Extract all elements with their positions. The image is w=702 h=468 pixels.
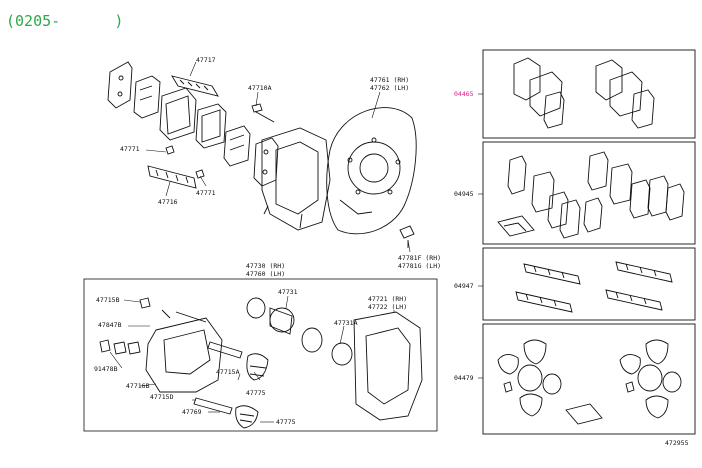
label-kit-04479[interactable]: 04479 (454, 374, 474, 382)
label-47847B: 47847B (98, 321, 122, 329)
label-47775-a: 47775 (246, 389, 266, 397)
label-47730: 47730 (RH) (246, 262, 286, 270)
piston-seal (301, 327, 353, 366)
date-range: (0205- ) (6, 12, 124, 30)
label-47722: 47722 (LH) (368, 303, 408, 311)
cylinder-boots (235, 353, 269, 429)
leader-lines-lower (109, 295, 395, 423)
label-47781G: 47781G (LH) (398, 262, 442, 270)
kit-04479-seals (497, 339, 682, 425)
caliper-cylinder-body (145, 309, 223, 393)
diagram-number: 472955 (665, 439, 689, 447)
piston-47731 (246, 297, 295, 335)
label-kit-04945[interactable]: 04945 (454, 190, 474, 198)
label-47717: 47717 (196, 56, 216, 64)
leader-lines-upper (145, 61, 411, 253)
anti-squeal-spring-47717 (171, 75, 219, 97)
wear-indicator-clips (165, 145, 205, 179)
label-kit-04465[interactable]: 04465 (454, 90, 474, 98)
shim-plate-lower (223, 125, 251, 167)
label-47760: 47760 (LH) (246, 270, 286, 278)
slide-pins (193, 341, 243, 415)
label-47721: 47721 (RH) (368, 295, 408, 303)
label-47731: 47731 (278, 288, 298, 296)
label-47710A: 47710A (248, 84, 272, 92)
caliper-bleeder-bolts (99, 297, 151, 355)
label-kit-04947[interactable]: 04947 (454, 282, 474, 290)
label-47715D: 47715D (150, 393, 174, 401)
anti-squeal-shim-right (253, 137, 279, 187)
disc-brake-dust-cover (326, 107, 417, 235)
label-47781F: 47781F (RH) (398, 254, 442, 262)
label-47771-b: 47771 (196, 189, 216, 197)
label-47715B: 47715B (96, 296, 120, 304)
label-47716: 47716 (158, 198, 178, 206)
brake-pad-right (195, 103, 227, 149)
shim-plate-upper (133, 75, 161, 119)
label-47775-b: 47775 (276, 418, 296, 426)
anti-squeal-shim-left (107, 61, 133, 109)
label-47731A: 47731A (334, 319, 358, 327)
dust-cover-bolt-47781F (399, 225, 415, 248)
label-47771-a: 47771 (120, 145, 140, 153)
kit-box-04479 (482, 323, 696, 435)
label-91478B: 91478B (94, 365, 118, 373)
label-47761: 47761 (RH) (370, 76, 410, 84)
label-47762: 47762 (LH) (370, 84, 410, 92)
kit-04947-plates (515, 261, 673, 313)
label-47769: 47769 (182, 408, 202, 416)
pad-support-plate-47716 (147, 165, 197, 189)
brake-pad-left (159, 87, 197, 141)
bolt-47710A (251, 103, 275, 123)
kit-04465-pads (513, 57, 655, 129)
caliper-mounting-bracket (261, 127, 331, 231)
caliper-body-47721 (353, 311, 423, 421)
kit-box-04947 (482, 247, 696, 321)
label-47716B: 47716B (126, 382, 150, 390)
kit-04945-shims (497, 151, 685, 239)
label-47715A: 47715A (216, 368, 240, 376)
kit-box-04945 (482, 141, 696, 245)
caliper-assembly-box (83, 278, 438, 432)
